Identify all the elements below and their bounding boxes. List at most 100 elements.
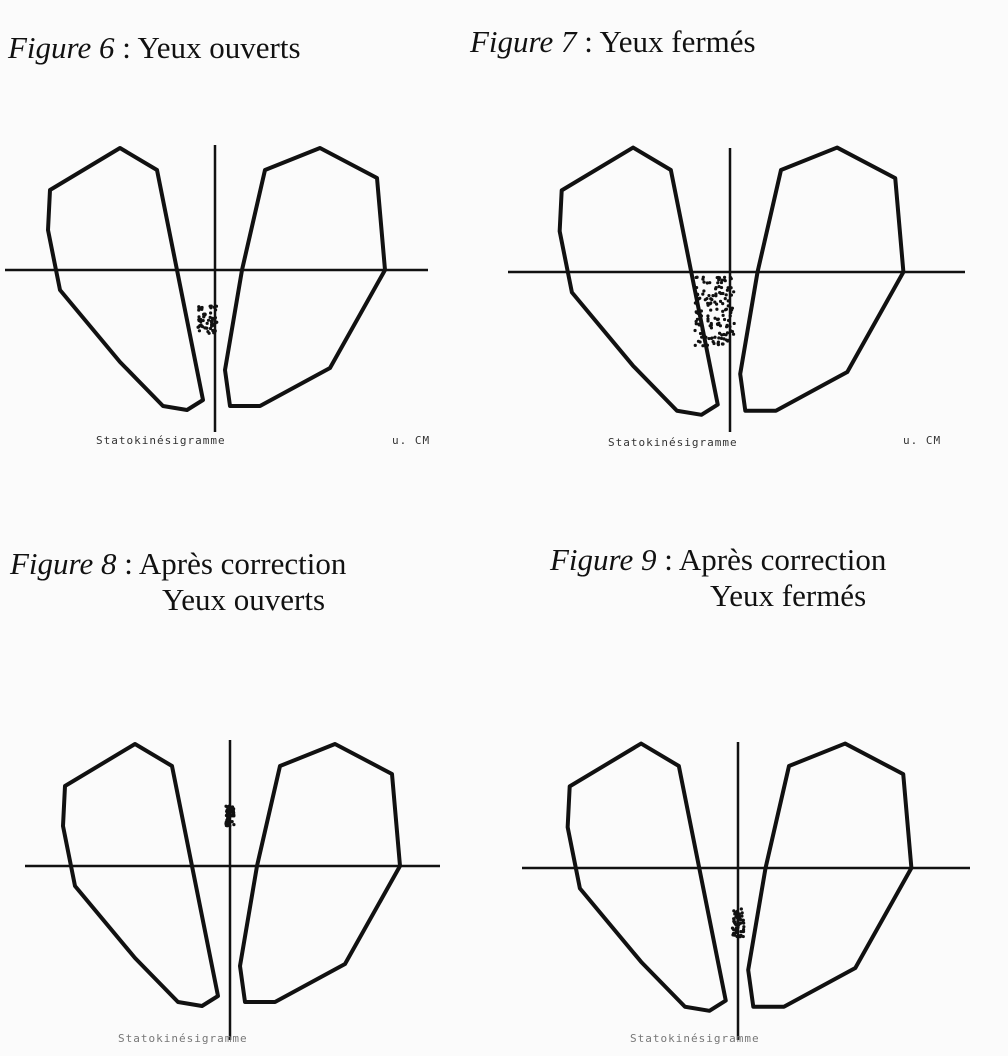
trace-point xyxy=(726,286,730,290)
trace-point xyxy=(721,313,725,317)
trace-point xyxy=(208,326,213,331)
trace-point xyxy=(726,299,730,303)
trace-point xyxy=(723,297,727,301)
trace-point xyxy=(715,317,720,322)
trace-point xyxy=(702,280,706,284)
trace-point xyxy=(705,296,709,301)
trace-point xyxy=(742,925,746,929)
trace-point xyxy=(737,922,741,926)
separator: : xyxy=(116,546,139,581)
trace-point xyxy=(701,277,705,281)
trace-point xyxy=(724,293,728,297)
trace-point xyxy=(213,308,218,312)
trace-point xyxy=(197,315,201,319)
trace-point xyxy=(206,330,210,334)
trace-point xyxy=(699,309,703,313)
trace-point xyxy=(729,329,733,333)
trace-point xyxy=(739,933,743,938)
trace-point xyxy=(715,307,719,311)
trace-point xyxy=(726,304,730,308)
trace-point xyxy=(732,290,736,294)
trace-point xyxy=(718,324,723,328)
trace-point xyxy=(224,804,228,808)
trace-point xyxy=(733,920,737,924)
trace-point xyxy=(713,316,717,320)
trace-point xyxy=(226,818,230,822)
trace-point xyxy=(717,285,721,289)
separator: : xyxy=(114,30,138,65)
trace-point xyxy=(698,296,702,300)
plot-label: Statokinésigramme xyxy=(96,434,226,447)
left-foot-outline xyxy=(61,742,220,1008)
figure-6-caption: Figure 6 : Yeux ouverts xyxy=(8,30,301,66)
right-foot-outline xyxy=(238,742,402,1004)
sway-trace xyxy=(693,275,736,348)
trace-point xyxy=(732,321,736,326)
sway-trace xyxy=(196,304,219,335)
separator: : xyxy=(576,24,600,59)
left-foot-outline xyxy=(46,146,205,412)
trace-point xyxy=(714,302,719,306)
trace-point xyxy=(208,311,213,315)
trace-point xyxy=(212,331,216,335)
trace-point xyxy=(210,324,214,328)
trace-point xyxy=(701,292,705,296)
trace-point xyxy=(728,275,733,280)
trace-point xyxy=(708,324,712,328)
left-foot-outline xyxy=(565,741,728,1013)
trace-point xyxy=(695,317,699,321)
trace-point xyxy=(717,278,721,282)
figure-title: Yeux ouverts xyxy=(137,30,301,65)
trace-point xyxy=(200,325,205,329)
trace-point xyxy=(737,912,742,916)
plot-label: Statokinésigramme xyxy=(608,436,738,449)
trace-point xyxy=(694,322,698,326)
trace-point xyxy=(732,932,736,936)
trace-point xyxy=(705,281,709,285)
trace-point xyxy=(231,813,235,818)
unit-label: u. CM xyxy=(392,434,431,447)
trace-point xyxy=(230,806,234,811)
trace-point xyxy=(713,335,717,339)
trace-point xyxy=(199,319,203,324)
unit-label: u. CM xyxy=(903,434,942,447)
figure-9-plot xyxy=(522,741,970,1040)
trace-point xyxy=(212,317,217,322)
trace-point xyxy=(722,278,727,282)
trace-point xyxy=(724,307,729,311)
trace-point xyxy=(711,340,715,344)
trace-point xyxy=(208,315,212,319)
trace-point xyxy=(696,339,701,343)
trace-point xyxy=(728,324,732,329)
trace-point xyxy=(736,925,740,930)
trace-point xyxy=(205,321,209,325)
trace-point xyxy=(741,929,746,934)
trace-point xyxy=(721,302,725,306)
trace-point xyxy=(719,291,723,296)
trace-point xyxy=(706,314,710,318)
sway-trace xyxy=(730,907,746,939)
trace-point xyxy=(734,927,738,932)
trace-point xyxy=(729,311,733,315)
trace-point xyxy=(224,822,228,826)
trace-point xyxy=(722,337,726,341)
trace-point xyxy=(206,318,211,322)
right-foot-outline xyxy=(223,146,387,408)
trace-point xyxy=(735,934,739,939)
trace-point xyxy=(718,299,723,303)
trace-point xyxy=(728,314,732,318)
trace-point xyxy=(729,293,733,297)
trace-point xyxy=(700,335,704,339)
figure-title: Après correction xyxy=(678,542,887,577)
trace-point xyxy=(698,331,703,336)
trace-point xyxy=(719,285,724,290)
separator: : xyxy=(656,542,679,577)
trace-point xyxy=(722,275,727,280)
trace-point xyxy=(209,304,213,308)
plot-label: Statokinésigramme xyxy=(118,1032,248,1045)
left-foot-outline xyxy=(557,145,720,417)
plot-label: Statokinésigramme xyxy=(630,1032,760,1045)
trace-point xyxy=(739,918,743,922)
